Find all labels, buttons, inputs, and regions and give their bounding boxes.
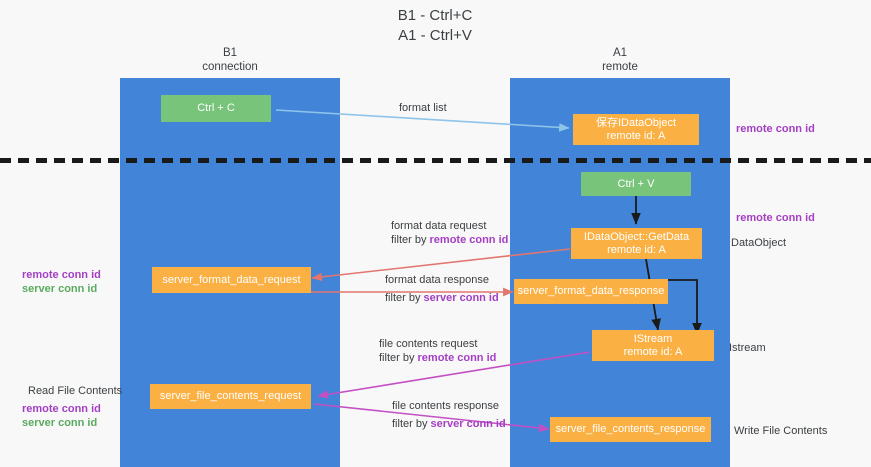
edge-label-format-data-response-key: server conn id (423, 292, 499, 304)
node-server-file-contents-response-label: server_file_contents_response (555, 423, 706, 435)
node-server-file-contents-response[interactable]: server_file_contents_response (550, 417, 711, 442)
edge-label-format-data-request: format data request filter by remote con… (391, 219, 508, 247)
node-server-format-data-request-label: server_format_data_request (162, 273, 301, 286)
left-label-read-file-contents: Read File Contents (28, 385, 123, 397)
node-server-format-data-response-label: server_format_data_response (517, 285, 665, 297)
edge-label-format-data-response-line1: format data response (385, 274, 489, 286)
node-save-idataobject[interactable]: 保存IDataObject remote id: A (573, 114, 699, 145)
edge-label-format-data-response: format data response filter by server co… (385, 273, 499, 305)
left-label-server-conn-id: server conn id (22, 283, 98, 295)
page-title: B1 - Ctrl+C A1 - Ctrl+V (397, 7, 473, 44)
edge-label-file-contents-request-line1: file contents request (379, 338, 478, 350)
edge-label-format-list: format list (399, 101, 447, 115)
edge-label-format-data-request-key: remote conn id (429, 234, 509, 246)
node-istream-line1: IStream (633, 332, 673, 345)
node-idataobject-getdata-line1: IDataObject::GetData (583, 230, 690, 243)
right-label-write-file-contents: Write File Contents (734, 425, 828, 437)
left-label-conn-ids-top: remote conn id server conn id (22, 268, 101, 296)
node-save-idataobject-line2: remote id: A (606, 129, 666, 142)
edge-label-format-data-request-prefix: filter by (391, 234, 430, 246)
edge-label-format-data-request-line1: format data request (391, 220, 487, 232)
node-ctrl-c[interactable]: Ctrl + C (161, 95, 271, 122)
edge-label-file-contents-request-prefix: filter by (379, 352, 418, 364)
swimlane-header-b1-line1: B1 (222, 47, 238, 59)
right-label-dataobject: DataObject (731, 237, 787, 249)
edge-label-file-contents-request: file contents request filter by remote c… (379, 337, 496, 365)
edge-label-format-data-response-line2: filter by server conn id (385, 291, 499, 305)
left-label-conn-ids-bottom: remote conn id server conn id (22, 402, 101, 430)
node-idataobject-getdata-line2: remote id: A (607, 243, 666, 256)
node-idataobject-getdata[interactable]: IDataObject::GetData remote id: A (571, 228, 702, 259)
left-label-remote-conn-id: remote conn id (22, 269, 101, 281)
edge-label-file-contents-response-prefix: filter by (392, 418, 431, 430)
node-server-format-data-response[interactable]: server_format_data_response (514, 279, 668, 304)
node-server-format-data-request[interactable]: server_format_data_request (152, 267, 311, 293)
swimlane-header-a1-line1: A1 (612, 47, 628, 59)
node-ctrl-v[interactable]: Ctrl + V (581, 172, 691, 196)
swimlane-header-a1: A1 remote (510, 47, 730, 74)
edge-label-file-contents-response-line2: filter by server conn id (392, 417, 506, 431)
node-ctrl-v-label: Ctrl + V (617, 177, 655, 190)
edge-label-file-contents-response-line1: file contents response (392, 400, 500, 412)
node-istream[interactable]: IStream remote id: A (592, 330, 714, 361)
node-save-idataobject-line1: 保存IDataObject (595, 116, 677, 129)
edge-label-file-contents-response: file contents response filter by server … (392, 399, 506, 431)
node-server-file-contents-request[interactable]: server_file_contents_request (150, 384, 311, 409)
swimlane-header-a1-line2: remote (602, 60, 638, 73)
node-ctrl-c-label: Ctrl + C (197, 102, 235, 114)
edge-label-file-contents-request-key: remote conn id (417, 352, 497, 364)
left-label-remote-conn-id-2: remote conn id (22, 403, 101, 415)
right-label-istream: Istream (729, 342, 766, 354)
node-server-file-contents-request-label: server_file_contents_request (159, 390, 302, 402)
edge-label-format-data-request-line2: filter by remote conn id (391, 233, 508, 247)
swimlane-header-b1: B1 connection (120, 47, 340, 74)
node-istream-line2: remote id: A (623, 345, 683, 358)
right-label-remote-conn-id-mid: remote conn id (736, 212, 815, 224)
left-label-server-conn-id-2: server conn id (22, 417, 98, 429)
swimlane-header-b1-line2: connection (202, 60, 258, 73)
edge-label-file-contents-request-line2: filter by remote conn id (379, 351, 496, 365)
right-label-remote-conn-id-top: remote conn id (736, 123, 815, 135)
edge-label-format-list-text: format list (399, 102, 447, 114)
edge-label-file-contents-response-key: server conn id (430, 418, 506, 430)
edge-label-format-data-response-prefix: filter by (385, 292, 424, 304)
